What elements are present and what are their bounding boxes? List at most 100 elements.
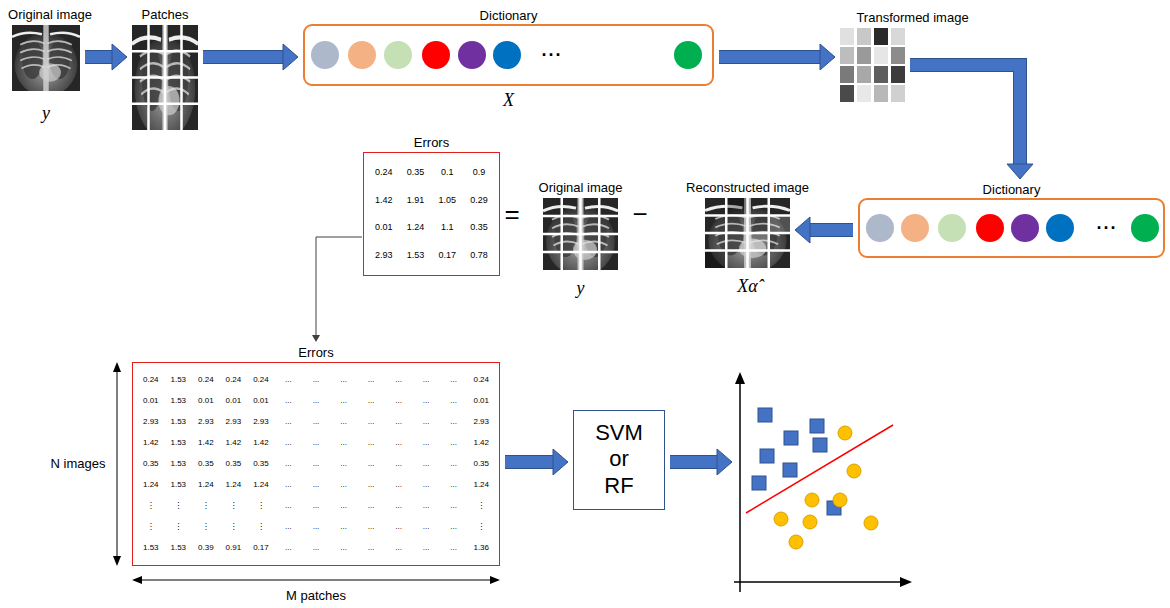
- axis-label: N images: [51, 457, 106, 471]
- y-axis: [739, 382, 741, 592]
- table-cell: 1.42: [198, 439, 214, 447]
- math-symbol: y: [42, 103, 50, 123]
- table-cell: ⋮: [477, 502, 485, 510]
- table-cell: ...: [368, 481, 375, 489]
- table-cell: ...: [450, 376, 457, 384]
- table-cell: 0.17: [439, 251, 457, 260]
- table-cell: 0.24: [375, 168, 393, 177]
- table-cell: 0.24: [226, 376, 242, 384]
- table-cell: ⋮: [477, 523, 485, 531]
- table-cell: 0.9: [473, 168, 486, 177]
- table-cell: 0.35: [143, 460, 159, 468]
- error-grid: 0.240.350.10.91.421.911.050.290.011.241.…: [363, 152, 500, 276]
- math-symbol: X: [503, 90, 514, 110]
- table-cell: ...: [285, 439, 292, 447]
- table-cell: 0.35: [198, 460, 214, 468]
- table-cell: ...: [450, 523, 457, 531]
- cell: [891, 85, 905, 102]
- decision-boundary: [746, 425, 893, 513]
- table-cell: ...: [285, 481, 292, 489]
- cell: [874, 28, 888, 45]
- table-cell: 2.93: [473, 418, 489, 426]
- table-cell: ⋮: [229, 502, 237, 510]
- atom: [458, 41, 486, 69]
- table-cell: ...: [313, 544, 320, 552]
- table-cell: ...: [285, 460, 292, 468]
- atom: [901, 214, 929, 242]
- cell: [857, 47, 871, 64]
- table-cell: ...: [423, 397, 430, 405]
- x-axis: [734, 581, 902, 583]
- table-cell: ...: [450, 418, 457, 426]
- table-cell: 1.1: [441, 223, 454, 232]
- table-cell: ...: [313, 439, 320, 447]
- atom: [1011, 214, 1039, 242]
- patch-tint: [769, 216, 790, 234]
- axis-head: [735, 372, 745, 384]
- atom: [938, 214, 966, 242]
- scatter-plot: [734, 372, 912, 592]
- arrow-outline: [505, 455, 554, 469]
- table-cell: 2.93: [226, 418, 242, 426]
- table-cell: ...: [340, 502, 347, 510]
- table-cell: ...: [423, 502, 430, 510]
- cell: [874, 66, 888, 83]
- dimension-line: [138, 580, 494, 581]
- table-cell: ...: [450, 481, 457, 489]
- table-cell: 1.53: [171, 418, 187, 426]
- table-cell: 0.35: [470, 223, 488, 232]
- atom: [1131, 214, 1159, 242]
- arrow-shaft: [670, 456, 718, 468]
- table-cell: ...: [313, 418, 320, 426]
- cell: [874, 85, 888, 102]
- table-cell: 1.53: [171, 397, 187, 405]
- table-cell: 2.93: [143, 418, 159, 426]
- arrow-shaft: [719, 51, 821, 63]
- xray-use: [705, 198, 790, 274]
- table-cell: 0.24: [473, 376, 489, 384]
- patch-grid: Patches: [132, 25, 198, 130]
- class-square: [758, 408, 772, 422]
- patch-gaps: [132, 25, 198, 130]
- arrow-head: [717, 449, 732, 475]
- math-symbol: y: [577, 278, 585, 298]
- arrow-head: [283, 44, 298, 70]
- atom: [674, 41, 702, 69]
- table-cell: 2.93: [198, 418, 214, 426]
- table-cell: ...: [368, 418, 375, 426]
- table-cell: 0.01: [198, 397, 214, 405]
- patch-picture: [543, 198, 618, 276]
- table-cell: 1.42: [375, 196, 393, 205]
- table-cell: 1.53: [407, 251, 425, 260]
- cell: [840, 66, 854, 83]
- table-cell: ...: [340, 439, 347, 447]
- table-cell: ...: [285, 418, 292, 426]
- input-image: Original imagey: [12, 25, 80, 91]
- table-cell: ...: [313, 376, 320, 384]
- table-cell: 1.53: [171, 376, 187, 384]
- cell-grid: 0.240.350.10.91.421.911.050.290.011.241.…: [368, 159, 495, 269]
- table-cell: 1.24: [407, 223, 425, 232]
- patch-tint: [726, 198, 747, 216]
- class-circle: [864, 516, 878, 530]
- dictionary-atoms: [311, 41, 702, 69]
- table-cell: ⋮: [202, 502, 210, 510]
- table-cell: 1.24: [198, 481, 214, 489]
- arrow-shaft: [505, 456, 554, 468]
- arrow-outline: [85, 50, 113, 64]
- arrow-head: [132, 576, 142, 584]
- table-cell: ...: [395, 502, 402, 510]
- dimension-line: [117, 368, 118, 560]
- ellipsis: ···: [542, 45, 563, 66]
- table-cell: ...: [450, 502, 457, 510]
- reconstructed-picture: [705, 198, 790, 274]
- dimension-arrow: [132, 576, 500, 584]
- arrow-shaft: [85, 51, 113, 63]
- table-cell: 1.36: [473, 544, 489, 552]
- table-cell: ⋮: [257, 502, 265, 510]
- arrow-outline: [809, 223, 853, 237]
- table-cell: 1.53: [171, 544, 187, 552]
- table-cell: ...: [423, 460, 430, 468]
